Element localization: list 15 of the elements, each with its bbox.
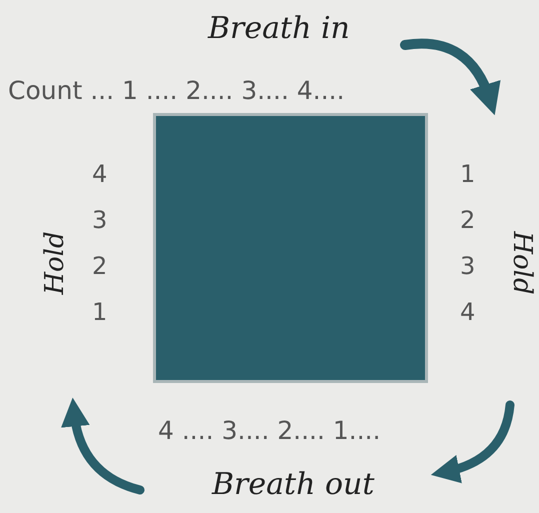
phase-label: Breath out bbox=[212, 470, 374, 500]
count-number: 4 bbox=[92, 162, 108, 186]
count-number: 2 bbox=[92, 254, 108, 278]
count-number: 2 bbox=[460, 208, 476, 232]
count-number: 1 bbox=[460, 162, 476, 186]
count-number: 1 bbox=[92, 300, 108, 324]
phase-label: Breath in bbox=[208, 14, 350, 44]
count-number: 3 bbox=[460, 254, 476, 278]
phase-label: Hold bbox=[42, 231, 68, 295]
count-text: 4 .... 3.... 2.... 1.... bbox=[158, 418, 381, 443]
count-number: 3 bbox=[92, 208, 108, 232]
phase-label: Hold bbox=[509, 231, 535, 295]
count-number: 4 bbox=[460, 300, 476, 324]
count-text: Count ... 1 .... 2.... 3.... 4.... bbox=[8, 78, 345, 103]
square-block bbox=[153, 113, 428, 383]
